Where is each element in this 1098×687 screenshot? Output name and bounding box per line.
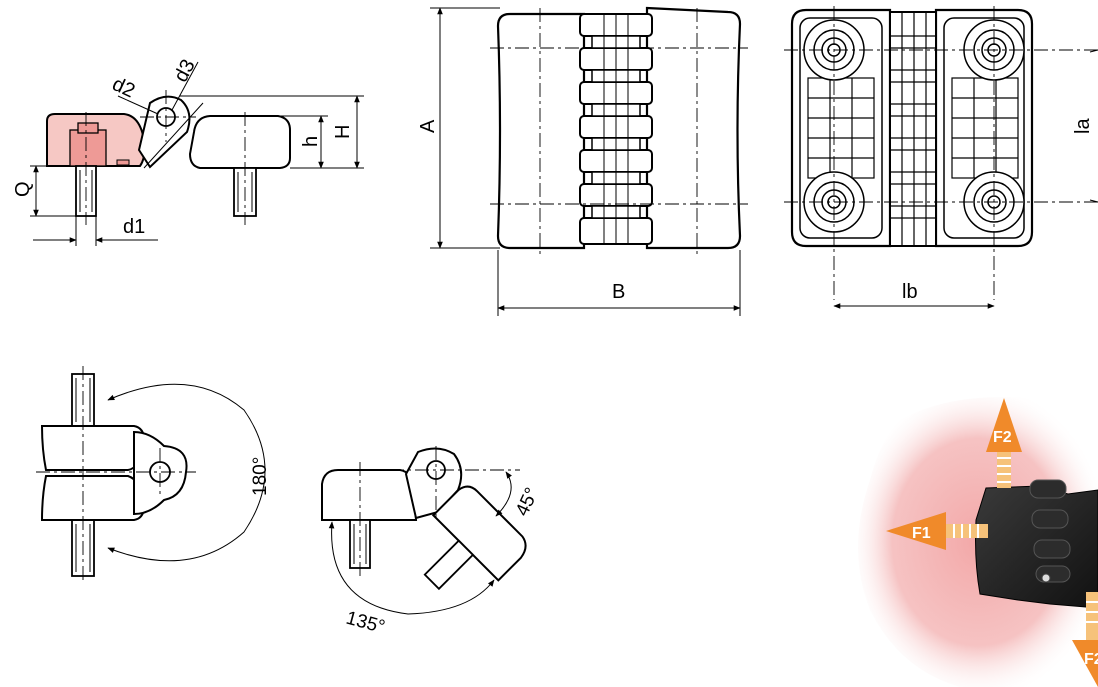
upper-knob [40,425,146,471]
rotation-view-180: 180° [36,366,271,582]
label-d2: d2 [109,73,138,102]
arrow-f2-up: F2 [986,398,1022,488]
right-knob [188,115,291,169]
label-lb: lb [902,281,918,303]
angle-180-label: 180° [250,457,271,496]
angle-135-label: 135° [344,608,387,638]
arrow-f2-up-label: F2 [993,429,1012,446]
lower-knob [40,475,146,521]
rotation-view-45-135: 45° 135° [321,446,543,638]
label-d3: d3 [170,56,200,86]
arrow-f1-label: F1 [912,525,931,542]
front-right-leaf [645,6,742,250]
front-left-leaf [496,12,586,250]
label-Q: Q [12,181,34,197]
label-H: H [332,125,354,139]
fixed-knob [321,469,418,521]
label-h: h [300,136,322,147]
side-view: d2 d3 h H Q d1 [12,56,364,246]
back-knuckle-strip [889,11,937,247]
angle-45-label: 45° [512,485,543,520]
bottom-tab [116,159,130,166]
front-knuckles [579,13,653,245]
insert-notch [77,122,99,134]
pivot-lobe [137,95,191,169]
load-photo: F2 F1 F2 [858,396,1098,687]
label-d1: d1 [123,216,145,238]
back-boss-tl [803,19,865,81]
label-A: A [417,119,439,133]
arrow-f1: F1 [886,512,988,550]
arrow-f2-down-label: F2 [1084,651,1098,668]
insert-nut [69,129,107,167]
arrow-f2-down: F2 [1072,592,1098,687]
label-la: la [1072,118,1094,134]
label-B: B [612,281,625,303]
front-view: A B [417,6,748,316]
back-view: la lb [784,6,1098,309]
